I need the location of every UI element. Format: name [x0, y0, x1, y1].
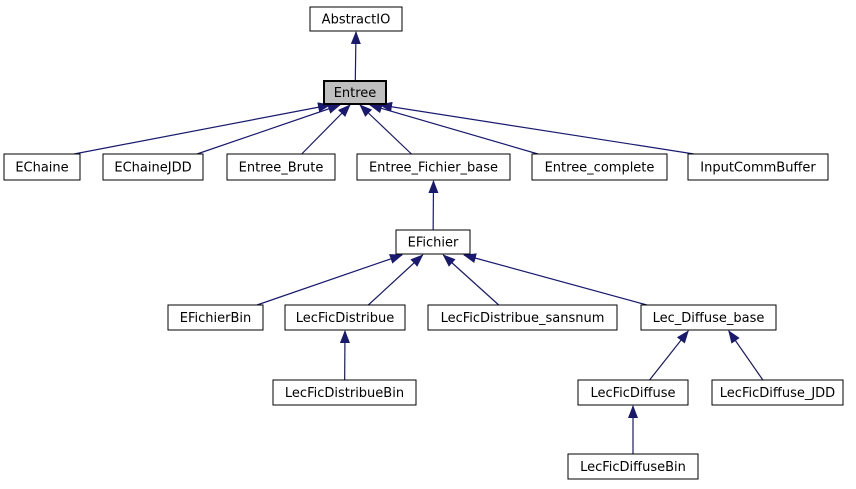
node-EChaineJDD[interactable]: EChaineJDD: [103, 154, 203, 180]
node-InputCommBuffer[interactable]: InputCommBuffer: [688, 154, 828, 180]
node-LecFicDistribue[interactable]: LecFicDistribue: [285, 305, 405, 330]
node-label-LecFicDistribue: LecFicDistribue: [296, 311, 394, 326]
node-label-LecFicDiffuse: LecFicDiffuse: [590, 386, 675, 401]
node-EFichier[interactable]: EFichier: [396, 230, 470, 254]
node-LecFicDistribue_sansnum[interactable]: LecFicDistribue_sansnum: [428, 305, 617, 330]
node-Entree_complete[interactable]: Entree_complete: [532, 154, 667, 180]
edge-Lec_Diffuse_base-to-EFichier: [464, 255, 647, 305]
node-label-LecFicDiffuseBin: LecFicDiffuseBin: [580, 460, 686, 475]
node-label-LecFicDiffuse_JDD: LecFicDiffuse_JDD: [720, 386, 835, 401]
edge-EFichierBin-to-EFichier: [257, 255, 402, 305]
edge-LecFicDiffuse-to-Lec_Diffuse_base: [650, 331, 689, 380]
node-EChaine[interactable]: EChaine: [4, 154, 80, 180]
node-Entree: Entree: [324, 81, 386, 104]
node-label-LecFicDistribue_sansnum: LecFicDistribue_sansnum: [441, 311, 605, 326]
node-AbstractIO[interactable]: AbstractIO: [310, 7, 402, 31]
node-label-LecFicDistribueBin: LecFicDistribueBin: [285, 386, 404, 401]
node-label-Entree_Brute: Entree_Brute: [239, 161, 324, 176]
edge-Entree_Fichier_base-to-Entree: [360, 105, 411, 154]
node-label-Entree_complete: Entree_complete: [545, 161, 655, 176]
node-label-Lec_Diffuse_base: Lec_Diffuse_base: [653, 311, 765, 326]
node-LecFicDiffuse[interactable]: LecFicDiffuse: [578, 380, 688, 405]
node-label-EFichierBin: EFichierBin: [180, 311, 251, 326]
node-label-Entree: Entree: [334, 86, 377, 101]
node-Entree_Brute[interactable]: Entree_Brute: [227, 154, 335, 180]
node-label-InputCommBuffer: InputCommBuffer: [700, 161, 816, 176]
edge-EChaineJDD-to-Entree: [197, 105, 340, 154]
edge-Entree_Brute-to-Entree: [302, 105, 350, 154]
node-EFichierBin[interactable]: EFichierBin: [168, 305, 263, 330]
node-LecFicDistribueBin[interactable]: LecFicDistribueBin: [273, 380, 416, 405]
edge-Entree_complete-to-Entree: [370, 105, 538, 154]
node-LecFicDiffuse_JDD[interactable]: LecFicDiffuse_JDD: [712, 380, 843, 405]
edge-EChaine-to-Entree: [74, 105, 330, 154]
edge-LecFicDiffuse_JDD-to-Lec_Diffuse_base: [729, 331, 763, 380]
node-label-EChaine: EChaine: [15, 161, 68, 176]
edge-Entree-to-AbstractIO: [355, 32, 356, 81]
edge-InputCommBuffer-to-Entree: [380, 105, 694, 154]
node-label-EFichier: EFichier: [408, 236, 459, 251]
node-label-EChaineJDD: EChaineJDD: [114, 161, 191, 176]
node-Lec_Diffuse_base[interactable]: Lec_Diffuse_base: [641, 305, 776, 330]
node-Entree_Fichier_base[interactable]: Entree_Fichier_base: [357, 154, 510, 180]
node-label-AbstractIO: AbstractIO: [322, 13, 391, 28]
node-label-Entree_Fichier_base: Entree_Fichier_base: [369, 161, 498, 176]
edge-LecFicDistribue-to-EFichier: [368, 255, 422, 305]
node-LecFicDiffuseBin[interactable]: LecFicDiffuseBin: [568, 454, 698, 479]
